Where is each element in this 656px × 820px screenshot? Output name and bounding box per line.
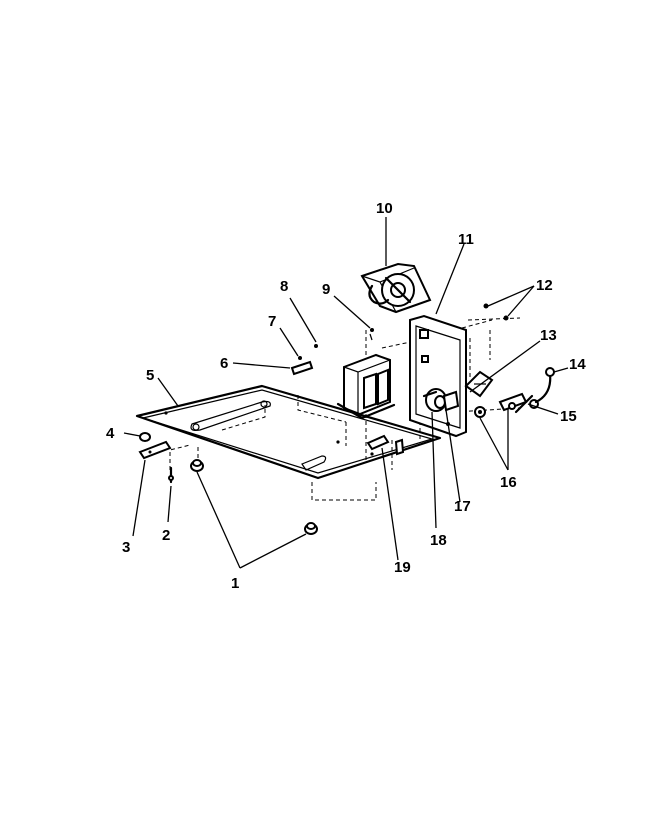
transformer — [336, 328, 396, 420]
leader-lines — [123, 217, 569, 569]
callout-1: 1 — [231, 575, 239, 592]
screws-12 — [483, 303, 509, 321]
callout-14: 14 — [569, 356, 586, 373]
callout-9: 9 — [322, 281, 330, 298]
callout-8: 8 — [280, 278, 288, 295]
terminal-assembly — [474, 367, 555, 418]
callout-10: 10 — [376, 200, 393, 217]
callout-17: 17 — [454, 498, 471, 515]
callout-16: 16 — [500, 474, 517, 491]
fasteners — [138, 344, 318, 535]
callout-18: 18 — [430, 532, 447, 549]
callout-2: 2 — [162, 527, 170, 544]
callout-5: 5 — [146, 367, 154, 384]
callout-3: 3 — [122, 539, 130, 556]
callouts: 1 2 3 4 5 6 7 8 9 10 11 12 13 14 15 16 1… — [106, 200, 586, 592]
callout-15: 15 — [560, 408, 577, 425]
base-plate — [135, 384, 442, 480]
callout-13: 13 — [540, 327, 557, 344]
callout-12: 12 — [536, 277, 553, 294]
fan-motor — [360, 262, 432, 314]
callout-11: 11 — [458, 231, 474, 248]
callout-7: 7 — [268, 313, 276, 330]
callout-6: 6 — [220, 355, 228, 372]
callout-19: 19 — [394, 559, 411, 576]
control-bracket — [409, 314, 467, 438]
callout-4: 4 — [106, 425, 115, 442]
